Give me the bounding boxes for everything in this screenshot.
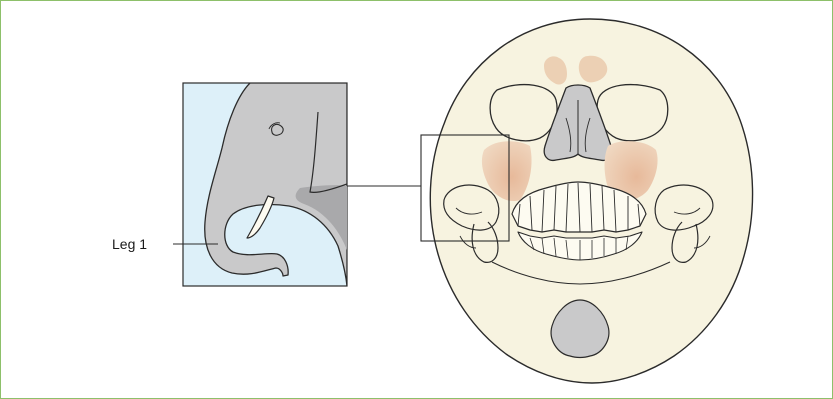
skull-illustration bbox=[430, 19, 752, 383]
leg-label: Leg 1 bbox=[112, 236, 147, 252]
left-orbit bbox=[490, 85, 557, 141]
right-orbit bbox=[597, 85, 668, 141]
elephant-inset bbox=[183, 83, 347, 286]
